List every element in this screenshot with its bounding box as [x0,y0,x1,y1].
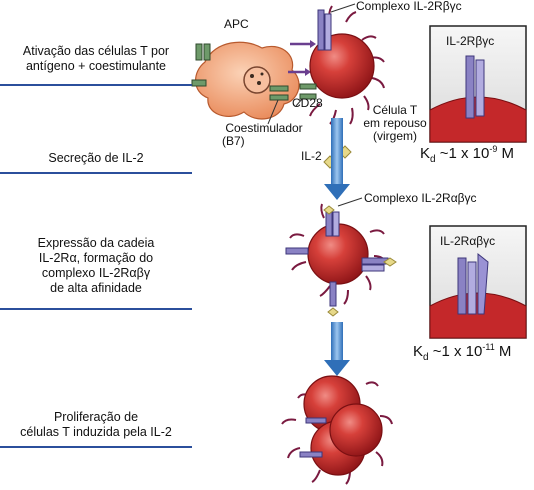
signal-arrow-1-head [310,40,316,48]
flow-arrow-2 [324,322,350,376]
step-proliferation-rule [0,446,192,448]
step-expression: Expressão da cadeia IL-2Rα, formação do … [0,236,192,296]
costimulator-label-line1: Coestimulador [225,121,303,135]
step-activation: Ativação das células T por antígeno + co… [0,44,192,74]
t-cell-label-line3: (virgem) [373,129,417,143]
costimulator-label-line2: (B7) [222,134,245,148]
step-expression-rule [0,308,192,310]
proliferating-t-cells [281,375,393,485]
step-secretion-line1: Secreção de IL-2 [48,151,144,165]
complex-beta-gamma-label: Complexo IL-2Rβγc [356,0,462,13]
signal-arrow-2-head [305,68,311,76]
il2r-alpha-beta-gamma-receptors [285,197,397,317]
step-activation-line2: antígeno + coestimulante [25,59,167,73]
costimulator-b7 [269,85,289,101]
costimulator-label: Coestimulador (B7) [222,122,306,148]
costim-pointer [267,99,279,125]
inset-alpha-beta-gamma-box [429,225,527,339]
flow-arrow-1 [324,118,350,200]
step-expression-line1: Expressão da cadeia [37,236,155,250]
inset-2-title: IL-2Rαβγc [440,234,496,248]
step-expression-line4: de alta afinidade [50,281,142,295]
il2-label: IL-2 [301,149,322,163]
step-proliferation: Proliferação de células T induzida pela … [0,410,192,440]
step-activation-line1: Ativação das células T por [22,44,170,58]
step-proliferation-line1: Proliferação de [53,410,139,424]
apc-label: APC [224,17,249,31]
step-activation-rule [0,84,192,86]
inset-beta-gamma-box [429,25,527,143]
cd28-receptor [295,83,317,107]
inset-1-title: IL-2Rβγc [446,34,495,48]
step-secretion-rule [0,172,192,174]
step-secretion: Secreção de IL-2 [0,151,192,166]
t-cell-label: Célula T em repouso (virgem) [358,104,432,143]
apc-cell [195,41,300,120]
kd-value-1: Kd ~1 x 10-9 M [420,144,515,165]
t-cell-label-line1: Célula T [372,103,418,117]
complex-alpha-beta-gamma-label: Complexo IL-2Rαβγc [364,191,477,205]
kd-value-2: Kd ~1 x 10-11 M [413,342,512,363]
step-expression-line2: IL-2Rα, formação do [38,251,154,265]
mhc-receptor [191,43,211,87]
step-proliferation-line2: células T induzida pela IL-2 [20,425,172,439]
il2r-beta-gamma-receptor [317,3,356,51]
t-cell-label-line2: em repouso [363,116,427,130]
step-expression-line3: complexo IL-2Rαβγ [41,266,151,280]
cd28-label: CD28 [292,96,323,110]
